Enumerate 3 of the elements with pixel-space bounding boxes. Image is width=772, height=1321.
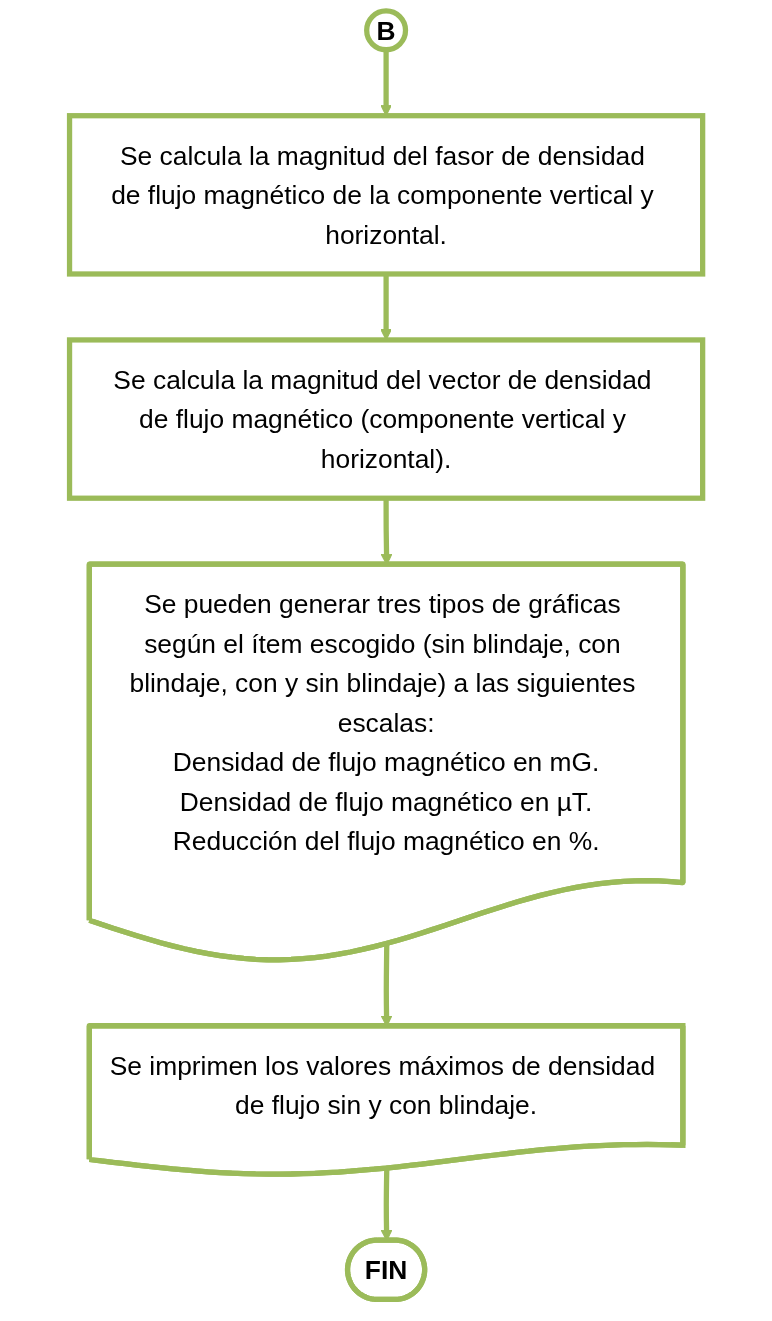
node-circle: B xyxy=(363,8,409,53)
node-box: Se calcula la magnitud del vector de densidad de flujo magnético (componente vertical y horizontal). xyxy=(66,337,706,501)
node-box: Se calcula la magnitud del fasor de densidad de flujo magnético de la componente vertical y horizontal. xyxy=(66,113,706,277)
